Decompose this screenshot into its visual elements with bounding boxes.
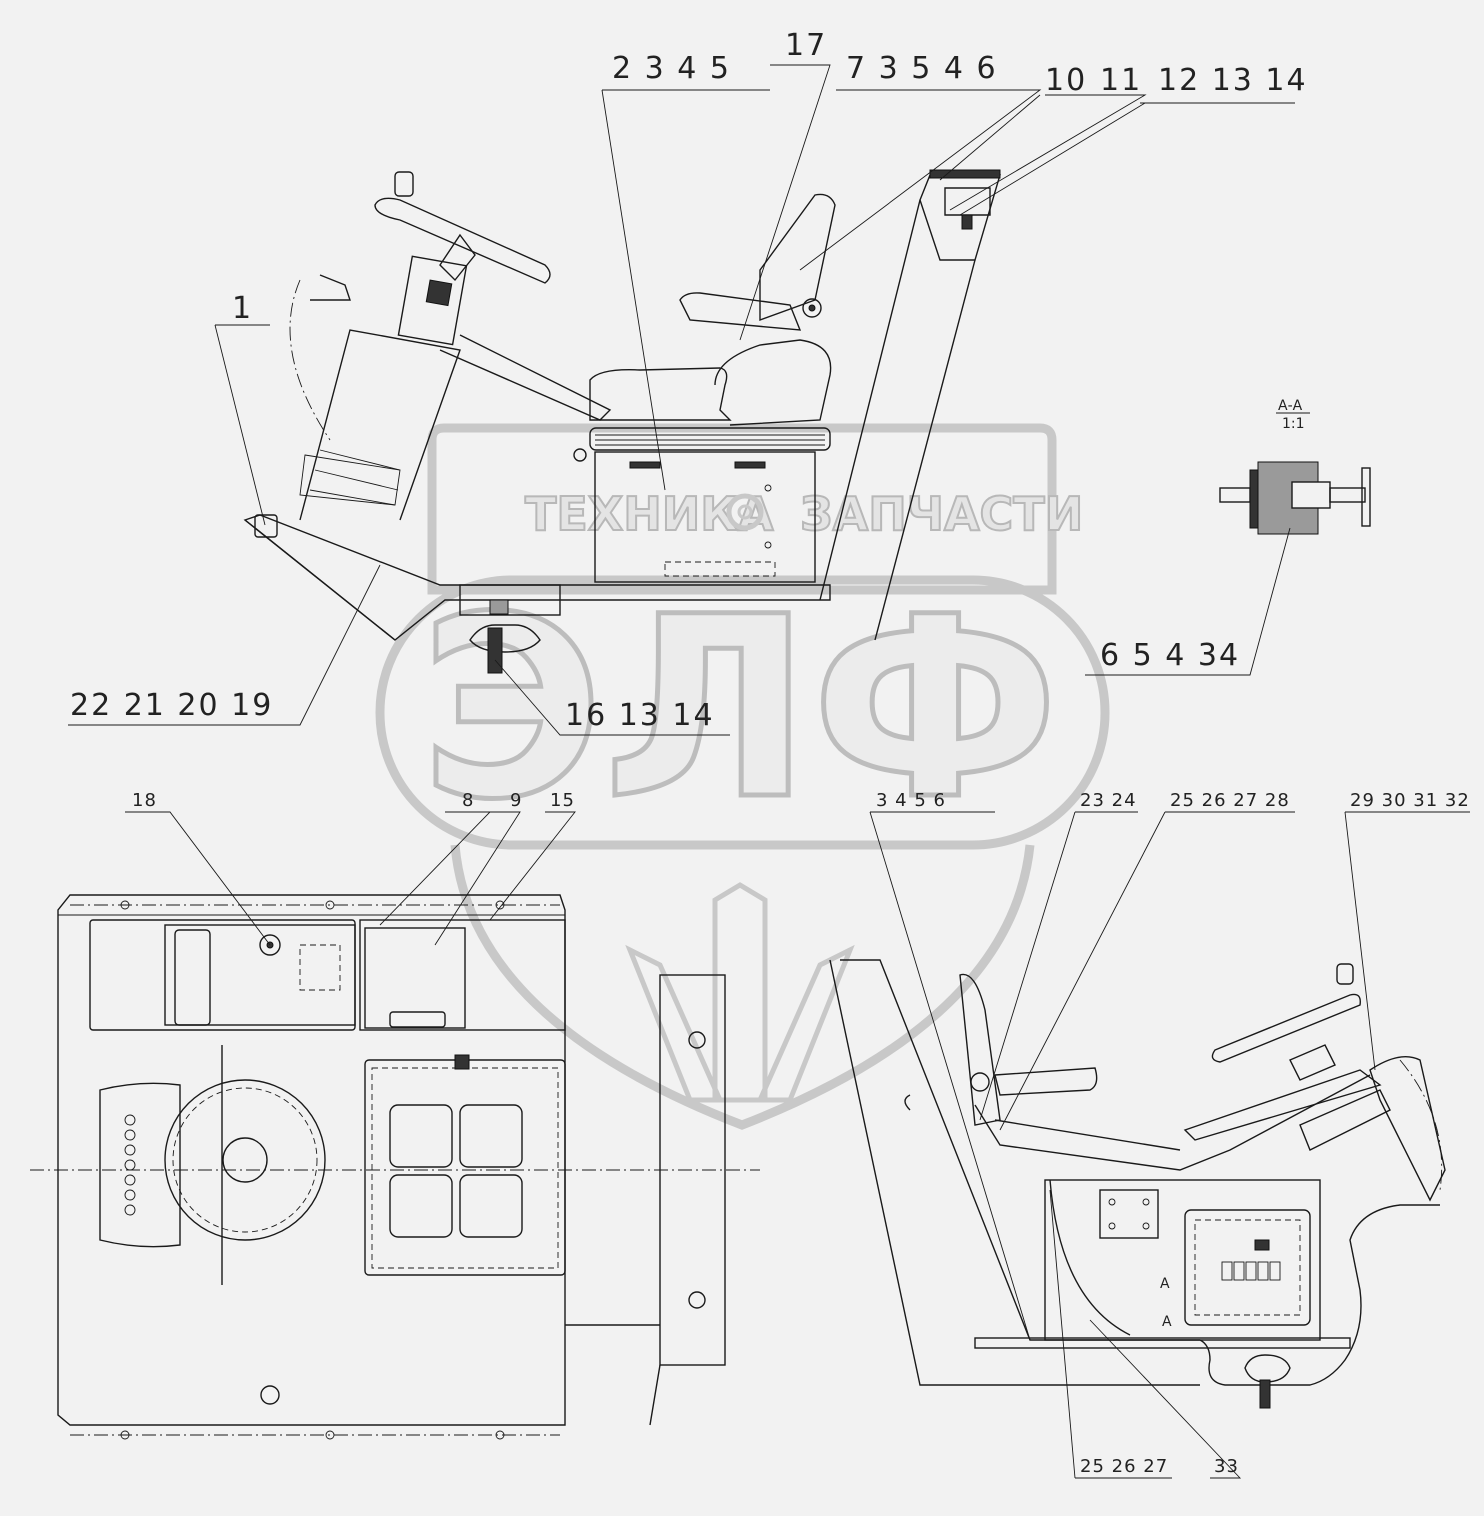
column-head (397, 255, 468, 346)
watermark-left-text: ТЕХНИКА (525, 487, 774, 541)
callout-654334: 6 5 4 34 (1100, 638, 1240, 673)
callout-2345: 2 3 4 5 (612, 51, 731, 86)
callout-15: 15 (550, 790, 575, 811)
steering-wheel (374, 197, 551, 284)
bolt-18 (259, 934, 281, 956)
callout-3456: 3 4 5 6 (876, 790, 946, 811)
plan-bolts (120, 900, 505, 1440)
callout-18: 18 (132, 790, 157, 811)
callout-161314: 16 13 14 (565, 698, 715, 733)
plan-view (30, 894, 760, 1440)
leader-lines (68, 64, 1470, 1479)
wheat-emblem (625, 882, 855, 1103)
seat-suspension-box (594, 451, 816, 583)
seat-back-right (959, 973, 1001, 1126)
steering-wheel-right (1211, 993, 1361, 1063)
callout-252627: 25 26 27 (1080, 1456, 1168, 1477)
seat-back (759, 193, 836, 321)
seat-plan (364, 1059, 566, 1276)
armrest (679, 292, 802, 331)
instrument-lights (124, 1114, 136, 1216)
watermark-right-text: ЗАПЧАСТИ (800, 487, 1083, 541)
callout-2324: 23 24 (1080, 790, 1137, 811)
steering-knob (394, 171, 414, 197)
callout-8: 8 (462, 790, 474, 811)
callout-33: 33 (1214, 1456, 1239, 1477)
callout-10: 10 (1045, 63, 1087, 98)
callout-17: 17 (785, 28, 827, 63)
section-marker-bottom: А (1162, 1314, 1172, 1330)
seat-base (714, 339, 832, 426)
corner-bracket (254, 514, 278, 538)
section-marker-top: А (1160, 1276, 1170, 1292)
section-aa-detail: А-А 1:1 (1219, 398, 1371, 535)
callout-11: 11 (1100, 63, 1142, 98)
watermark: ТЕХНИКА ЗАПЧАСТИ ЭЛФ (375, 423, 1110, 1130)
terminal-block (1221, 1261, 1281, 1281)
gear-icon (726, 493, 764, 531)
steering-wheel-plan (164, 1079, 326, 1241)
callout-73546: 7 3 5 4 6 (846, 51, 998, 86)
control-box (1044, 1179, 1321, 1341)
callouts: 2 3 4 5 17 7 3 5 4 6 10 11 12 13 14 1 6 … (70, 28, 1470, 1477)
callout-22212019: 22 21 20 19 (70, 688, 273, 723)
callout-29303132: 29 30 31 32 (1350, 790, 1470, 811)
side-view-top (243, 169, 1001, 674)
callout-1: 1 (232, 291, 253, 326)
callout-25262728: 25 26 27 28 (1170, 790, 1290, 811)
section-title: А-А (1278, 398, 1303, 414)
callout-9: 9 (510, 790, 522, 811)
side-view-bottom-right: А А (829, 959, 1446, 1409)
section-scale: 1:1 (1282, 416, 1305, 432)
watermark-logo-text: ЭЛФ (420, 563, 1059, 854)
callout-121314: 12 13 14 (1158, 63, 1308, 98)
seat-cushion (589, 367, 732, 421)
